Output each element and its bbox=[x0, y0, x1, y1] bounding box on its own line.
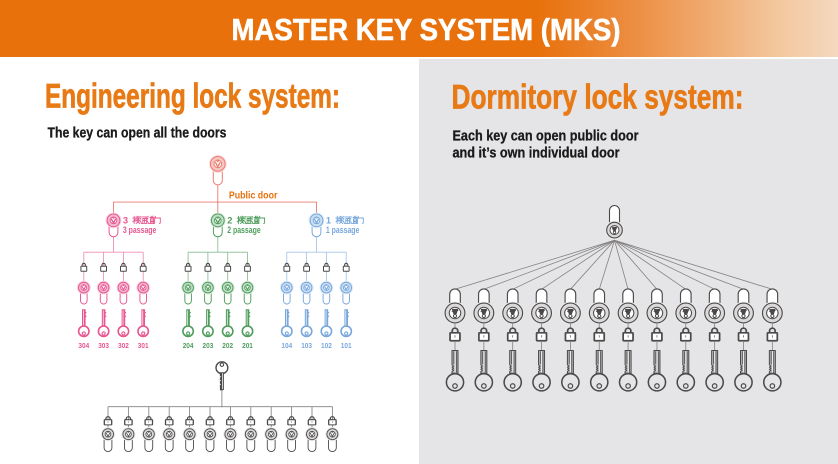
svg-text:301: 301 bbox=[138, 341, 149, 350]
svg-text:2 passage: 2 passage bbox=[227, 225, 261, 235]
svg-text:Each key can open public door: Each key can open public door bbox=[453, 128, 639, 145]
svg-text:2: 2 bbox=[227, 216, 232, 226]
svg-text:and it’s own individual door: and it’s own individual door bbox=[453, 144, 620, 161]
svg-text:The key can open all the doors: The key can open all the doors bbox=[48, 125, 227, 142]
svg-text:3 passage: 3 passage bbox=[123, 225, 156, 235]
svg-text:MASTER KEY SYSTEM (MKS): MASTER KEY SYSTEM (MKS) bbox=[232, 13, 621, 47]
svg-text:204: 204 bbox=[183, 341, 194, 350]
svg-text:1 passage: 1 passage bbox=[326, 225, 360, 235]
svg-text:103: 103 bbox=[301, 341, 312, 350]
svg-text:Dormitory lock system:: Dormitory lock system: bbox=[452, 79, 744, 117]
svg-text:304: 304 bbox=[78, 341, 89, 350]
svg-text:303: 303 bbox=[98, 341, 109, 350]
svg-text:101: 101 bbox=[341, 341, 352, 350]
svg-text:201: 201 bbox=[242, 341, 253, 350]
svg-text:Engineering lock system:: Engineering lock system: bbox=[45, 78, 340, 116]
svg-text:3: 3 bbox=[123, 216, 128, 226]
svg-text:102: 102 bbox=[321, 341, 332, 350]
svg-text:Public door: Public door bbox=[229, 190, 278, 202]
svg-text:104: 104 bbox=[281, 341, 292, 350]
svg-text:302: 302 bbox=[118, 341, 129, 350]
svg-text:1: 1 bbox=[326, 216, 331, 226]
svg-text:202: 202 bbox=[222, 341, 233, 350]
svg-text:203: 203 bbox=[203, 341, 214, 350]
